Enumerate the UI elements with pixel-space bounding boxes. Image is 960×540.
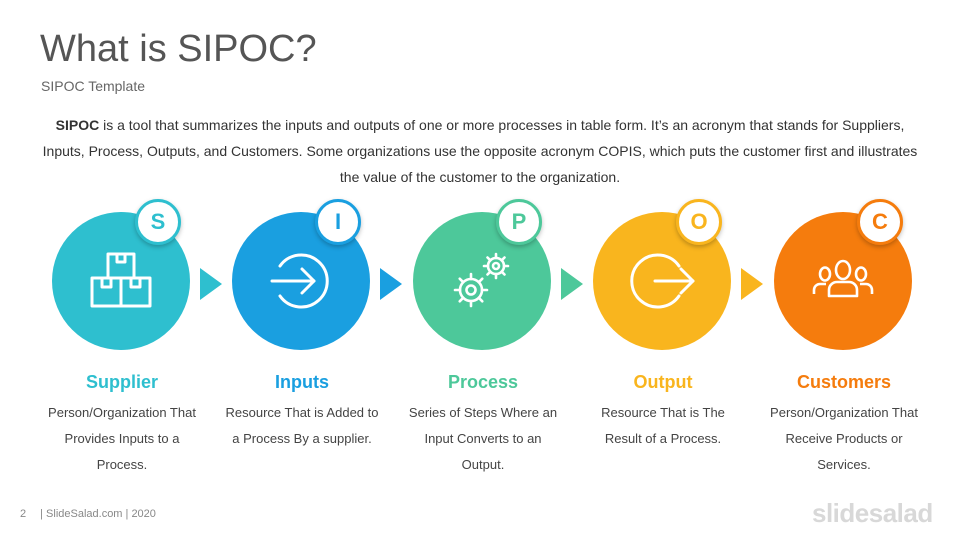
gears-icon	[453, 252, 510, 308]
flow-arrow	[741, 268, 763, 300]
step-label: Inputs	[275, 372, 329, 392]
brand-logo: slidesalad	[812, 498, 933, 528]
sign-in-icon	[270, 253, 329, 309]
slide-subtitle: SIPOC Template	[41, 78, 146, 94]
step-description: Series of Steps Where an Input Converts …	[408, 405, 558, 472]
flow-arrow	[200, 268, 222, 300]
step-letter-badge: I	[315, 199, 361, 245]
step-label: Supplier	[85, 372, 158, 392]
users-icon	[812, 259, 874, 298]
boxes-icon	[90, 252, 152, 308]
step-description: Resource That is The Result of a Process…	[601, 405, 725, 446]
flow-arrow	[380, 268, 402, 300]
sign-out-icon	[630, 253, 695, 309]
step-letter-badge: S	[135, 199, 181, 245]
step-label: Customers	[796, 372, 892, 392]
slide-title: What is SIPOC?	[40, 28, 317, 70]
step-letter-badge: C	[857, 199, 903, 245]
intro-bold: SIPOC	[55, 117, 100, 133]
page-number: 2	[20, 508, 27, 520]
step-label: Process	[447, 372, 519, 392]
footer-text: | SlideSalad.com | 2020	[40, 508, 156, 520]
intro-text: is a tool that summarizes the inputs and…	[42, 117, 918, 185]
step-letter-badge: P	[496, 199, 542, 245]
step-label: Output	[633, 372, 693, 392]
footer: 2 | SlideSalad.com | 2020	[20, 508, 156, 520]
intro-paragraph: SIPOC is a tool that summarizes the inpu…	[40, 112, 920, 190]
step-letter-badge: O	[676, 199, 722, 245]
flow-arrow	[561, 268, 583, 300]
step-description: Resource That is Added to a Process By a…	[225, 405, 379, 446]
step-description: Person/Organization That Receive Product…	[770, 405, 918, 472]
step-description: Person/Organization That Provides Inputs…	[48, 405, 196, 472]
